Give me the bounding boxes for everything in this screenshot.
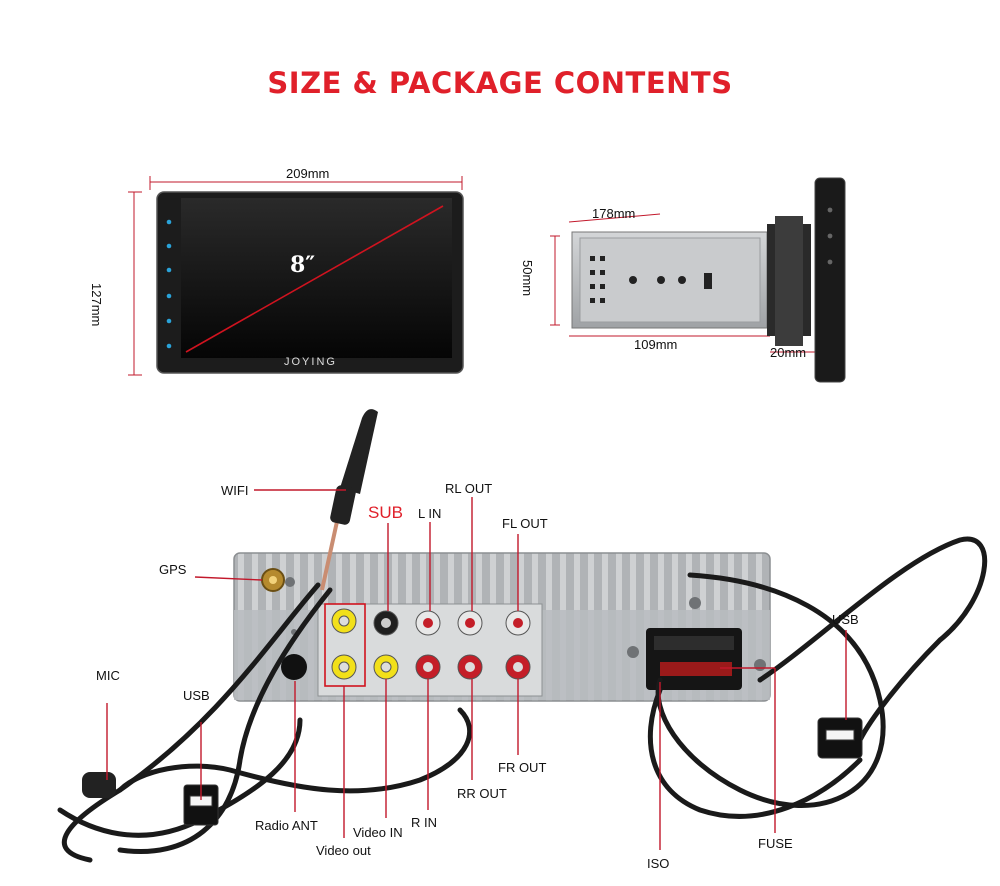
rca-video-out-bottom <box>331 654 357 680</box>
label-r-in: R IN <box>411 815 437 830</box>
label-wifi: WIFI <box>221 483 249 498</box>
label-radio-ant: Radio ANT <box>255 818 318 833</box>
leader-lines <box>106 489 847 850</box>
label-rr-out: RR OUT <box>457 786 507 801</box>
rca-fl-out <box>505 610 531 636</box>
diagonal-label: 8″ <box>290 252 316 278</box>
page-title: SIZE & PACKAGE CONTENTS <box>267 66 733 100</box>
label-video-out: Video out <box>316 843 371 858</box>
rca-rr-out <box>457 654 483 680</box>
rca-l-in <box>415 610 441 636</box>
label-usb-right: USB <box>832 612 859 627</box>
faceplate-depth-label: 20mm <box>770 345 807 360</box>
side-view <box>550 177 846 383</box>
side-body-depth-label: 109mm <box>634 337 678 352</box>
label-fr-out: FR OUT <box>498 760 547 775</box>
label-gps: GPS <box>159 562 187 577</box>
label-l-in: L IN <box>418 506 442 521</box>
front-view <box>128 176 464 376</box>
label-mic: MIC <box>96 668 120 683</box>
label-sub: SUB <box>368 503 403 522</box>
label-usb-left: USB <box>183 688 210 703</box>
label-rl-out: RL OUT <box>445 481 493 496</box>
rca-video-out-top <box>331 608 357 634</box>
side-height-label: 50mm <box>520 260 535 297</box>
rca-fr-out <box>505 654 531 680</box>
side-depth-label: 178mm <box>592 206 636 221</box>
rca-r-in <box>415 654 441 680</box>
rca-rl-out <box>457 610 483 636</box>
wifi-antenna <box>320 409 378 591</box>
label-fuse: FUSE <box>758 836 793 851</box>
rca-sub <box>373 610 399 636</box>
label-video-in: Video IN <box>353 825 403 840</box>
usb-plug-right <box>817 717 863 759</box>
cables <box>57 536 988 863</box>
label-iso: ISO <box>647 856 670 871</box>
rca-video-in <box>373 654 399 680</box>
rear-panel <box>233 552 771 702</box>
brand-logo: JOYING <box>284 356 337 368</box>
front-height-label: 127mm <box>89 283 104 327</box>
label-fl-out: FL OUT <box>502 516 548 531</box>
usb-plug-left <box>183 784 219 826</box>
front-width-label: 209mm <box>286 166 330 181</box>
mic-plug <box>82 772 116 798</box>
